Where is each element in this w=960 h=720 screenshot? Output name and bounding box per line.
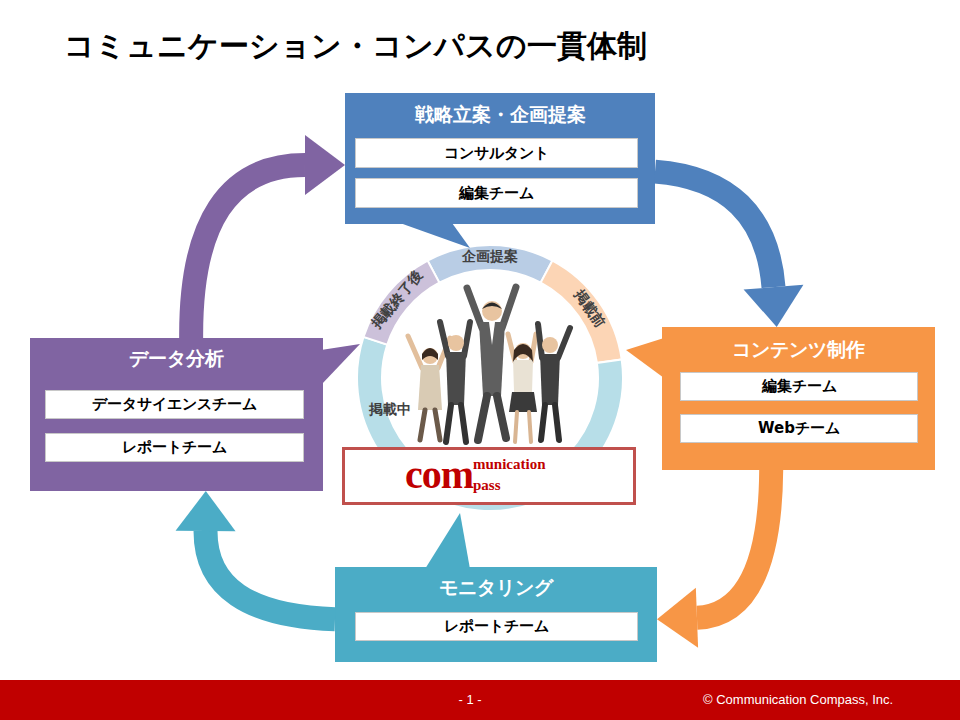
- team-box: 編集チーム: [680, 372, 918, 401]
- callout-tail: [626, 338, 664, 378]
- box-heading: コンテンツ制作: [662, 337, 935, 363]
- person-hair: [422, 348, 438, 360]
- person-body: [479, 322, 505, 396]
- arrow-shaft: [206, 531, 335, 619]
- person-head: [422, 348, 438, 364]
- callout-tail: [400, 223, 470, 248]
- person-arm: [464, 322, 470, 356]
- team-box: コンサルタント: [355, 138, 638, 168]
- team-box: データサイエンスチーム: [45, 390, 304, 419]
- person-arm: [502, 287, 516, 328]
- process-box: 戦略立案・企画提案コンサルタント編集チーム: [345, 93, 655, 224]
- segment-fill: [541, 261, 622, 363]
- person-body: [540, 354, 560, 405]
- callout-tail: [321, 344, 360, 385]
- person-leg: [555, 405, 559, 440]
- callout-tail: [425, 513, 470, 569]
- arrow-head: [176, 491, 236, 531]
- logo-text: com: [405, 451, 473, 498]
- person-leg: [435, 410, 440, 440]
- box-heading: データ分析: [30, 346, 323, 372]
- person-leg: [420, 410, 425, 440]
- arrow-shaft: [655, 172, 773, 288]
- flow-arrow: [191, 135, 345, 338]
- person-leg: [446, 405, 451, 442]
- footer-band: - 1 - © Communication Compass, Inc.: [0, 680, 960, 720]
- logo-box: communication pass: [342, 447, 636, 505]
- footer-text: © Communication Compass, Inc.: [703, 692, 893, 707]
- person-hair: [513, 344, 533, 362]
- person-hair: [482, 303, 502, 310]
- person-head: [448, 335, 464, 351]
- arrow-shaft: [191, 165, 305, 338]
- person-leg: [529, 412, 531, 442]
- team-label: レポートチーム: [444, 617, 549, 636]
- person-leg: [497, 396, 506, 438]
- person-arm: [408, 336, 422, 368]
- person-body: [446, 352, 466, 405]
- process-box: コンテンツ制作編集チーム Webチーム: [662, 327, 935, 470]
- person-arm: [440, 322, 448, 356]
- person-skirt: [509, 392, 537, 412]
- person-leg: [541, 405, 545, 440]
- arrow-head: [657, 588, 698, 648]
- process-box: データ分析データサイエンスチームレポートチーム: [30, 338, 323, 491]
- arrow-shaft: [697, 470, 771, 618]
- team-box: レポートチーム: [45, 433, 304, 462]
- process-box: モニタリングレポートチーム: [335, 567, 657, 662]
- flow-arrow: [657, 470, 771, 648]
- person-arm: [538, 324, 542, 358]
- team-label: 編集チーム: [762, 377, 837, 396]
- person-arm: [558, 328, 570, 358]
- footer-text: - 1 -: [440, 692, 500, 707]
- person-body: [418, 365, 442, 410]
- flow-arrow: [176, 491, 335, 619]
- team-label: 編集チーム: [459, 184, 534, 203]
- person-leg: [515, 412, 517, 442]
- segment-fill: [428, 245, 553, 283]
- team-label: レポートチーム: [122, 438, 227, 457]
- segment-fill: [364, 261, 440, 345]
- team-box: レポートチーム: [355, 612, 638, 641]
- logo-text: munication: [473, 456, 546, 473]
- arrow-head: [744, 285, 804, 327]
- person-leg: [478, 396, 487, 440]
- box-heading: モニタリング: [335, 575, 657, 601]
- box-heading: 戦略立案・企画提案: [345, 102, 655, 128]
- person-head: [482, 301, 502, 321]
- segment-label: 企画提案: [462, 248, 518, 266]
- segment-label: 掲載中: [369, 401, 411, 419]
- person-shirt: [489, 322, 495, 345]
- team-box: Webチーム: [680, 414, 918, 443]
- team-label: データサイエンスチーム: [92, 395, 257, 414]
- team-label: コンサルタント: [444, 144, 549, 163]
- person-body: [513, 360, 533, 392]
- flow-arrow: [655, 172, 803, 327]
- team-box: 編集チーム: [355, 178, 638, 208]
- team-label: Webチーム: [758, 419, 840, 438]
- diagram-title: コミュニケーション・コンパスの一貫体制: [64, 26, 647, 67]
- person-leg: [461, 405, 466, 442]
- person-head: [542, 337, 558, 353]
- logo-text: pass: [473, 477, 501, 494]
- arrow-head: [305, 135, 345, 195]
